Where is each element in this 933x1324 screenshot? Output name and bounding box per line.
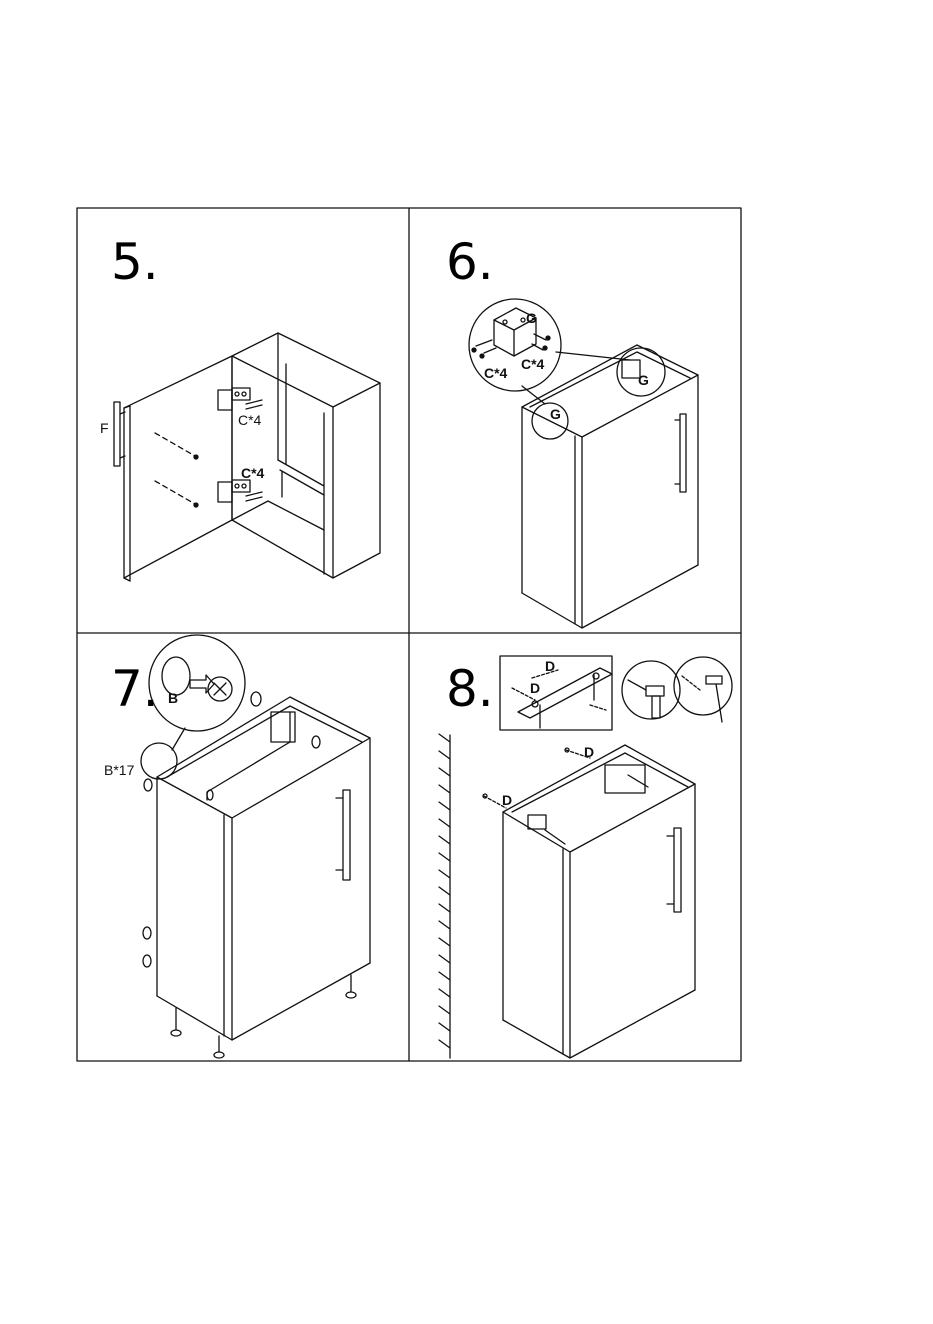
step-8-inset (500, 656, 612, 730)
hammer-icon (674, 657, 732, 722)
cabinet-leg-icon (171, 975, 356, 1058)
step-5-panel (114, 333, 380, 581)
wall-hatch-mark (439, 819, 450, 827)
wall-hatch-mark (439, 1023, 450, 1031)
part-label-C-count: C*4 (484, 365, 508, 381)
wall-hatching (439, 734, 450, 1048)
hinge-icon (218, 480, 262, 502)
hinge-icon (218, 388, 262, 410)
wall-hatch-mark (439, 836, 450, 844)
part-label-C-count: C*4 (521, 356, 545, 372)
wall-hatch-mark (439, 853, 450, 861)
step-5-cabinet (232, 333, 380, 578)
wall-hatch-mark (439, 768, 450, 776)
part-label-D: D (584, 744, 594, 760)
wall-hatch-mark (439, 802, 450, 810)
wall-hatch-mark (439, 734, 450, 742)
part-label-D: D (502, 792, 512, 808)
step-number: 6. (446, 233, 494, 291)
step-7-detail-circle-small (141, 743, 177, 779)
step-5-door (124, 356, 232, 581)
wall-hatch-mark (439, 921, 450, 929)
wall-hatch-mark (439, 751, 450, 759)
step-6-cabinet (522, 345, 698, 628)
part-label-G: G (638, 372, 649, 388)
step-8-cabinet (503, 745, 695, 1058)
wall-hatch-mark (439, 955, 450, 963)
callout-line (556, 352, 630, 360)
step-number: 7. (111, 660, 159, 718)
wall-hatch-mark (439, 870, 450, 878)
step-6-detail-circle (469, 299, 561, 391)
part-label-B-count: B*17 (104, 762, 135, 778)
wall-hatch-mark (439, 1040, 450, 1048)
part-label-D: D (530, 680, 540, 696)
part-label-B: B (168, 690, 178, 706)
wall-hatch-mark (439, 887, 450, 895)
wall-hatch-mark (439, 938, 450, 946)
callout-line (172, 728, 185, 750)
screw-icon (194, 503, 198, 507)
step-5-screw-paths (155, 433, 195, 504)
wall-hatch-mark (439, 785, 450, 793)
screw-icon (194, 455, 198, 459)
part-label-G: G (526, 310, 537, 326)
wall-hatch-mark (439, 904, 450, 912)
step-number: 8. (446, 660, 494, 718)
step-number: 5. (111, 233, 159, 291)
step-6-panel (469, 299, 698, 628)
wall-hatch-mark (439, 1006, 450, 1014)
part-label-D: D (545, 658, 555, 674)
wall-hatch-mark (439, 989, 450, 997)
step-7-cabinet (157, 697, 370, 1040)
drill-icon (622, 661, 680, 719)
part-label-C-count: C*4 (241, 465, 265, 481)
step-7-detail-circle (149, 635, 245, 731)
part-label-C-count: C*4 (238, 412, 262, 428)
wall-hatch-mark (439, 972, 450, 980)
part-label-G: G (550, 406, 561, 422)
part-label-F: F (100, 420, 109, 436)
